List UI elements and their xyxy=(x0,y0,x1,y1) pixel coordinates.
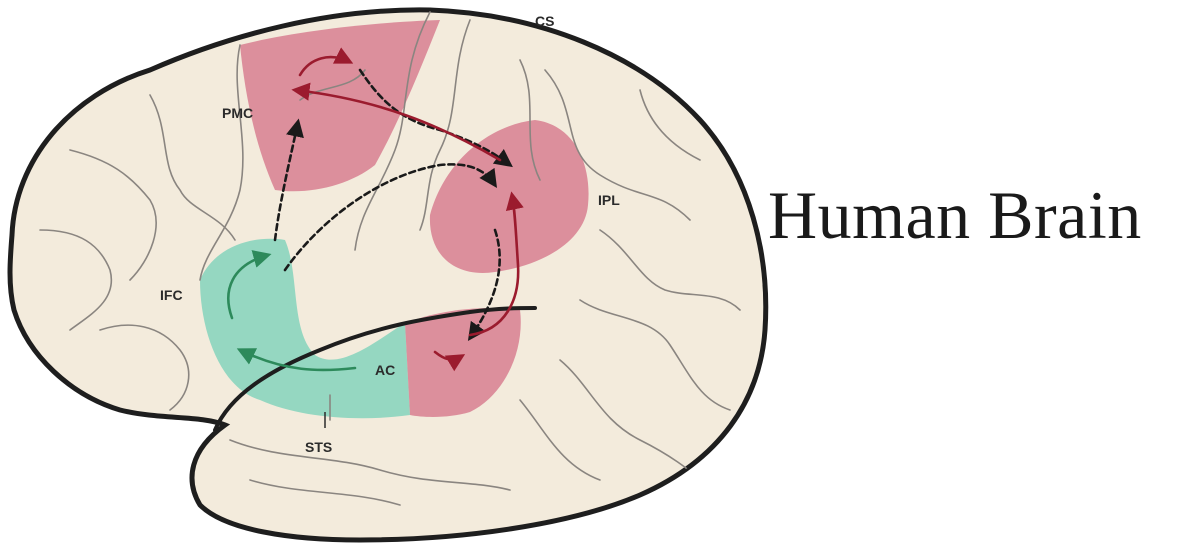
label-cs: CS xyxy=(535,13,554,29)
brain-diagram: CS PMC IPL IFC AC STS xyxy=(0,0,800,549)
label-ac: AC xyxy=(375,362,395,378)
label-ipl: IPL xyxy=(598,192,620,208)
label-pmc: PMC xyxy=(222,105,253,121)
figure-title: Human Brain xyxy=(768,176,1142,255)
label-sts: STS xyxy=(305,439,332,455)
label-ifc: IFC xyxy=(160,287,183,303)
